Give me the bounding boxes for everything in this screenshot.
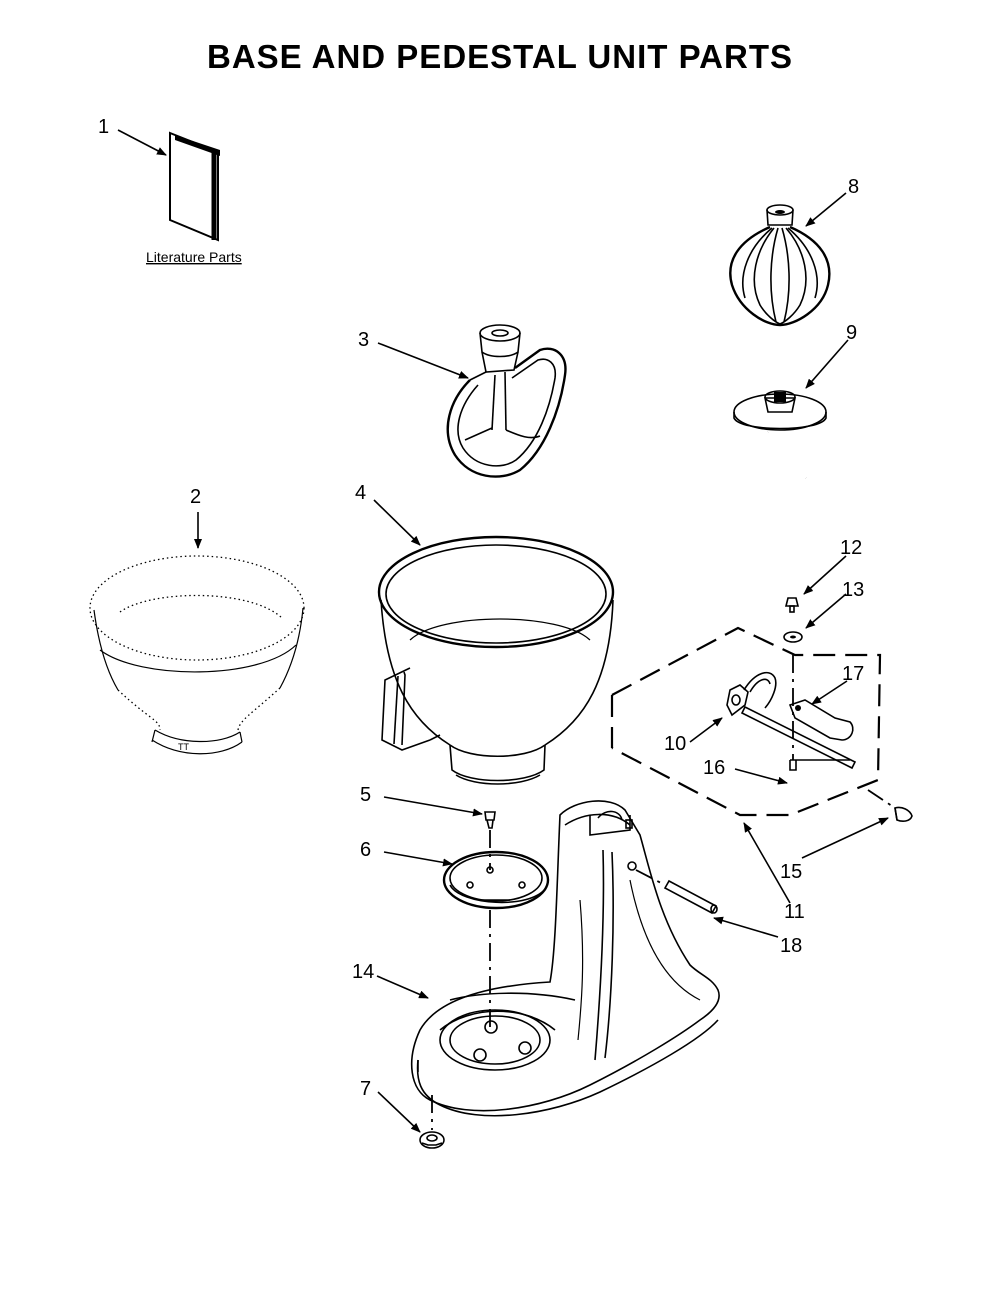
callout-5: 5 [360, 784, 371, 806]
page-title: BASE AND PEDESTAL UNIT PARTS [207, 38, 793, 75]
callout-14: 14 [352, 961, 374, 983]
callout-6: 6 [360, 839, 371, 861]
literature-booklet[interactable] [169, 131, 220, 242]
callout-3: 3 [358, 329, 369, 351]
flat-beater[interactable] [446, 324, 567, 478]
svg-text:TT: TT [178, 742, 189, 752]
callout-10: 10 [664, 733, 686, 755]
washer-13[interactable] [783, 631, 803, 643]
callout-18: 18 [780, 935, 802, 957]
mixing-bowl[interactable] [377, 535, 615, 785]
hinge-pin[interactable] [663, 879, 718, 915]
glass-bowl[interactable]: TT [89, 555, 305, 755]
callout-1: 1 [98, 116, 109, 138]
wire-whip[interactable] [729, 204, 831, 327]
callout-8: 8 [848, 176, 859, 198]
callout-9: 9 [846, 322, 857, 344]
callout-7: 7 [360, 1078, 371, 1100]
callout-13: 13 [842, 579, 864, 601]
screw-5[interactable] [484, 811, 496, 829]
screw-12[interactable] [784, 597, 800, 613]
dough-hook[interactable] [733, 390, 827, 509]
pedestal-base[interactable] [410, 800, 720, 1117]
leader-lines [117, 129, 889, 1133]
callout-11: 11 [784, 901, 805, 923]
literature-parts-label: Literature Parts [146, 249, 242, 265]
bowl-clamp-plate[interactable] [442, 850, 550, 910]
callout-12: 12 [840, 537, 862, 559]
callout-16: 16 [703, 757, 725, 779]
callout-2: 2 [190, 486, 201, 508]
callout-4: 4 [355, 482, 366, 504]
screw-15[interactable] [867, 789, 913, 822]
hinge-assembly[interactable] [610, 626, 882, 817]
callout-17: 17 [842, 663, 864, 685]
callout-15: 15 [780, 861, 802, 883]
rubber-foot[interactable] [419, 1131, 445, 1149]
